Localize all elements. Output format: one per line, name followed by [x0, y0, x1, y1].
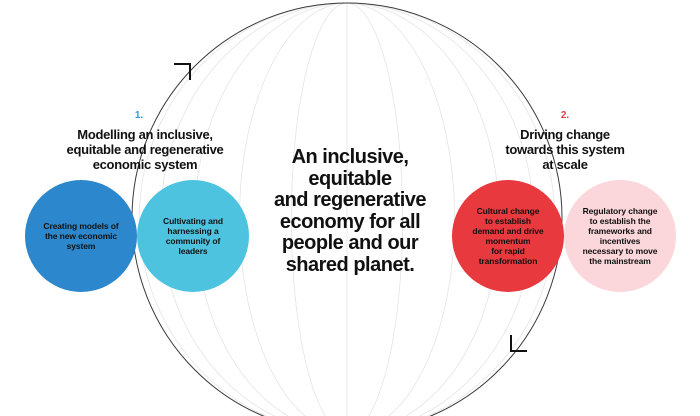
step-number-2: 2.	[560, 110, 570, 121]
step-number-1: 1.	[134, 110, 144, 121]
left-heading: Modelling an inclusive, equitable and re…	[66, 127, 224, 172]
corner-arrow-bottom-icon	[510, 335, 527, 352]
circle-label: Creating models of the new economic syst…	[43, 221, 119, 251]
circle-label: Regulatory change to establish the frame…	[582, 206, 658, 266]
circle-label: Cultivating and harnessing a community o…	[163, 216, 223, 256]
circle-regulatory-change: Regulatory change to establish the frame…	[564, 180, 676, 292]
circle-label: Cultural change to establish demand and …	[472, 206, 544, 266]
circle-creating-models: Creating models of the new economic syst…	[25, 180, 137, 292]
central-statement: An inclusive, equitable and regenerative…	[273, 146, 427, 276]
right-heading: Driving change towards this system at sc…	[505, 127, 625, 172]
corner-arrow-top-icon	[174, 63, 191, 80]
circle-cultural-change: Cultural change to establish demand and …	[452, 180, 564, 292]
circle-cultivating-leaders: Cultivating and harnessing a community o…	[137, 180, 249, 292]
